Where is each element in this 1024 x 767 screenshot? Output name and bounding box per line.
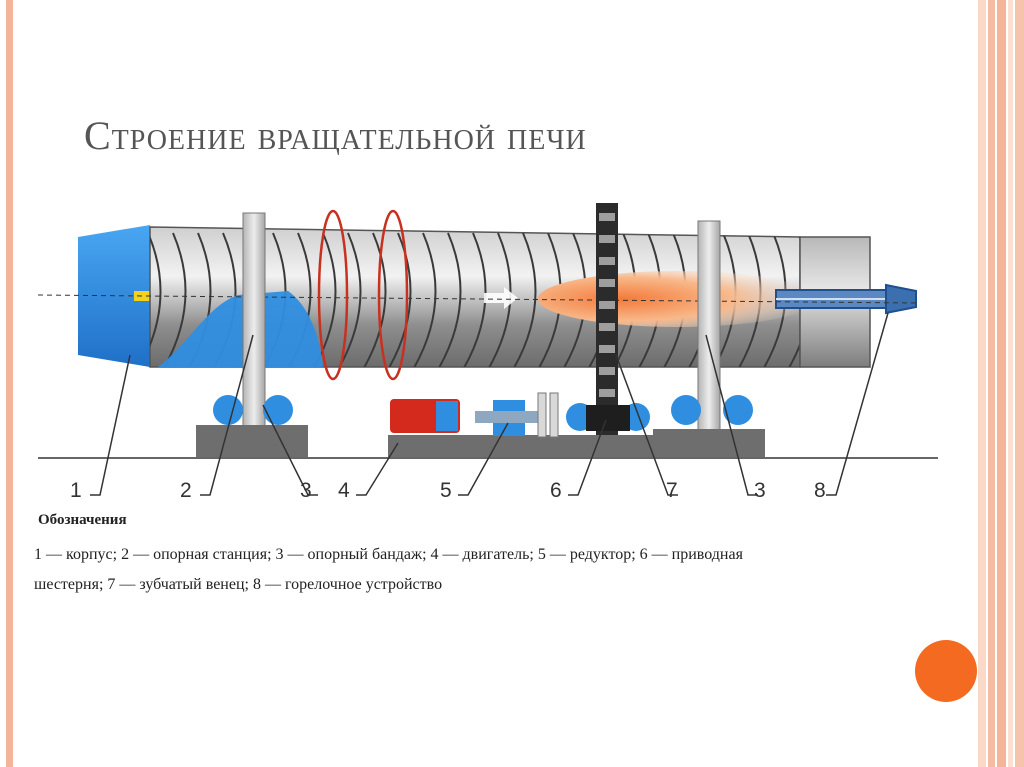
- slide-stripe: [988, 0, 995, 767]
- legend-heading: Обозначения: [38, 512, 127, 528]
- callout-leaders: [90, 312, 889, 496]
- slide-stripe: [1008, 0, 1013, 767]
- burner: [775, 283, 917, 315]
- support-station-right: [653, 220, 765, 457]
- callout-number: 2: [180, 479, 192, 502]
- page-title: Строение вращательной печи: [84, 113, 587, 158]
- callout-number: 8: [814, 479, 826, 502]
- motor: [390, 399, 460, 433]
- callout-number: 6: [550, 479, 562, 502]
- kiln-axis: [38, 294, 919, 304]
- drive-base: [388, 435, 658, 457]
- flow-arrow: [484, 287, 518, 309]
- reducer: [475, 400, 545, 436]
- drive-pinion: [566, 403, 650, 431]
- rotation-arrows: [317, 209, 409, 381]
- callout-number: 3: [754, 479, 766, 502]
- kiln-material: [158, 291, 323, 367]
- legend-line: 1 — корпус; 2 — опорная станция; 3 — опо…: [34, 546, 743, 563]
- callout-number: 1: [70, 479, 82, 502]
- legend-text: 1 — корпус; 2 — опорная станция; 3 — опо…: [34, 540, 954, 600]
- coupling: [537, 392, 559, 438]
- callout-number: 5: [440, 479, 452, 502]
- girth-gear: [596, 203, 618, 435]
- slide-stripe: [978, 0, 986, 767]
- slide-frame-left: [6, 0, 13, 767]
- callout-number: 3: [300, 479, 312, 502]
- slide-stripe: [997, 0, 1006, 767]
- decorative-circle: [915, 640, 977, 702]
- kiln-diagram: 1 2 3 4 5 6 7 3 8: [38, 203, 938, 502]
- legend-line: шестерня; 7 — зубчатый венец; 8 — горело…: [34, 576, 443, 593]
- callout-number: 4: [338, 479, 350, 502]
- callout-number: 7: [666, 479, 678, 502]
- slide-stripe: [1015, 0, 1024, 767]
